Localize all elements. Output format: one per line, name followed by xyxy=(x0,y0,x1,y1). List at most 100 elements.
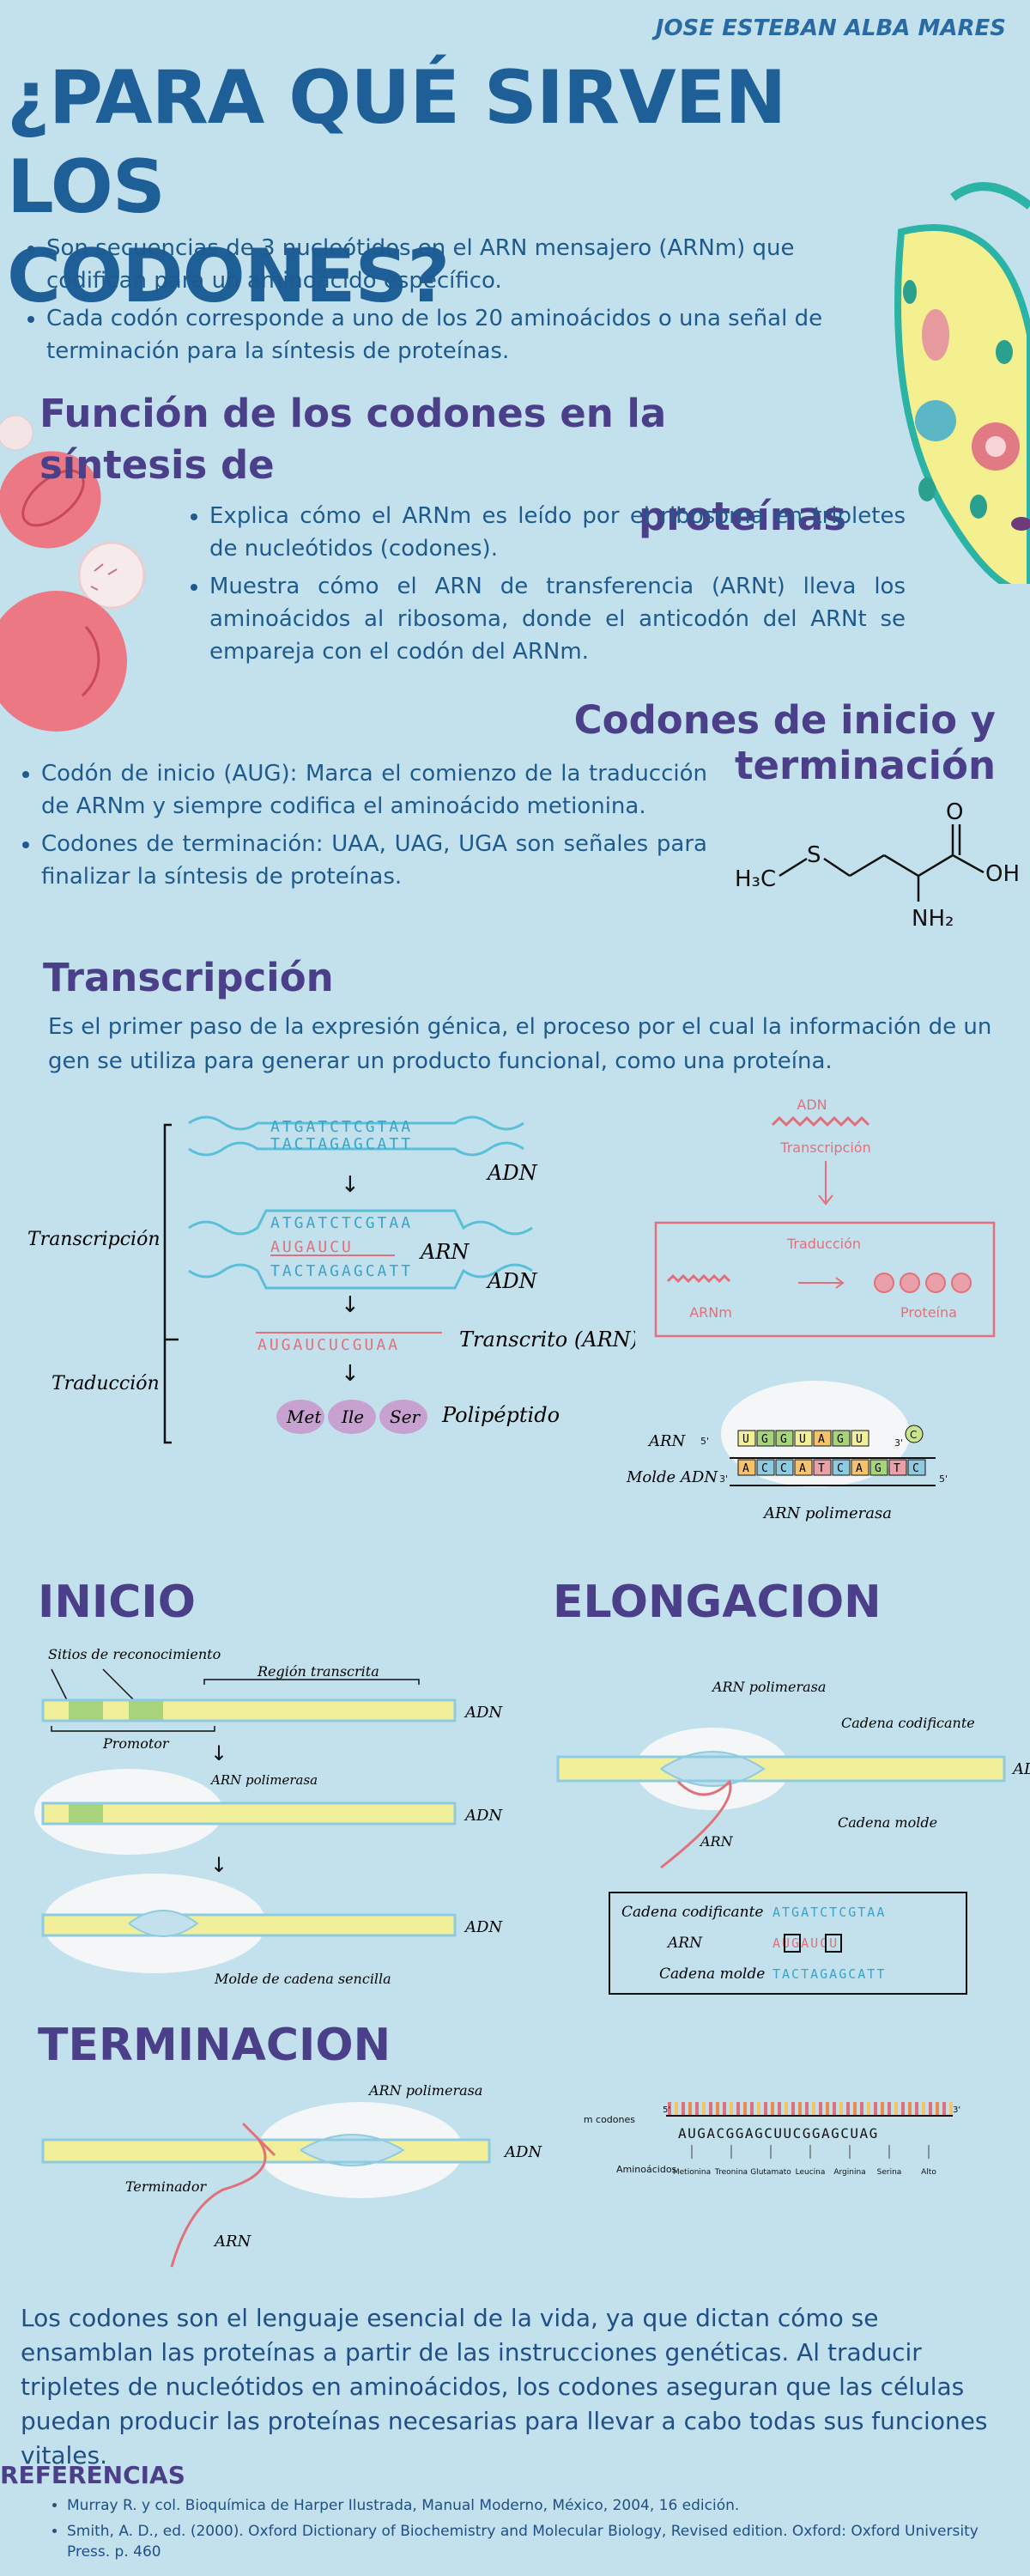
elong-box-molde: Cadena molde xyxy=(659,1965,765,1983)
transcription-diagram: Transcripción Traducción ATGATCTCGTAA TA… xyxy=(27,1115,635,1444)
list-item: Codón de inicio (AUG): Marca el comienzo… xyxy=(41,757,707,823)
elong-molde: Cadena molde xyxy=(838,1814,937,1831)
elong-box-seq-mid: AUGAUCU xyxy=(772,1935,839,1951)
intro-list: Son secuencias de 3 nucleótidos en el AR… xyxy=(17,232,841,373)
references-list: Murray R. y col. Bioquímica de Harper Il… xyxy=(38,2495,1008,2567)
elong-arn-pol: ARN polimerasa xyxy=(711,1679,826,1695)
label-polipeptido: Polipéptido xyxy=(441,1403,560,1427)
pol-bottom-base-tile xyxy=(888,1459,907,1476)
codon-aa-label: Aminoácidos xyxy=(616,2164,677,2175)
arrow-down-icon: ↓ xyxy=(341,1361,360,1387)
pol-molde-label: Molde ADN xyxy=(626,1468,718,1486)
dna-seq-top: ATGATCTCGTAA xyxy=(270,1118,413,1136)
pol-bottom-base-letter: C xyxy=(837,1462,844,1475)
dogma-arnm: ARNm xyxy=(689,1304,732,1321)
dna-seq-bottom-2: TACTAGAGCATT xyxy=(270,1262,413,1280)
reference-item: Smith, A. D., ed. (2000). Oxford Diction… xyxy=(67,2521,1008,2562)
inicio-region: Región transcrita xyxy=(257,1663,379,1680)
page-title: ¿PARA QUÉ SIRVEN LOS CODONES? xyxy=(7,53,865,321)
elong-box-seq-top: ATGATCTCGTAA xyxy=(772,1905,886,1920)
codon-five: 5' xyxy=(663,2105,670,2115)
terminacion-diagram: ARN polimerasa ADN Terminador ARN xyxy=(41,2082,542,2268)
pol-top-base-tile xyxy=(813,1430,832,1447)
label-arn: ARN xyxy=(419,1240,470,1264)
arrow-down-icon: ↓ xyxy=(341,1172,360,1198)
references-title: REFERENCIAS xyxy=(0,2461,185,2489)
dogma-transcripcion: Transcripción xyxy=(779,1139,870,1156)
inicio-adn-3: ADN xyxy=(464,1918,503,1936)
elong-adn: ADN xyxy=(1011,1760,1030,1778)
pol-top-base-tile xyxy=(851,1430,869,1447)
term-arn-pol: ARN polimerasa xyxy=(367,2082,482,2099)
codon-aa-label-item: Serina xyxy=(877,2168,902,2177)
inicio-arn-pol: ARN polimerasa xyxy=(209,1772,318,1788)
pol-top-base-letter: U xyxy=(742,1433,749,1446)
stage-heading-inicio: INICIO xyxy=(38,1577,196,1628)
pol-bottom-base-letter: A xyxy=(742,1462,749,1475)
transcripcion-text: Es el primer paso de la expresión génica… xyxy=(48,1014,992,1074)
codon-aa-label-item: Treonina xyxy=(714,2168,748,2177)
elong-arn: ARN xyxy=(699,1833,734,1850)
pol-top-base-letter: G xyxy=(780,1433,787,1446)
section-heading-transcripcion: Transcripción xyxy=(43,955,334,1000)
pol-top-base-letter: G xyxy=(837,1433,844,1446)
section-heading-funcion: Función de los codones en la síntesis de… xyxy=(39,388,846,543)
pol-arn-label: ARN xyxy=(647,1432,687,1450)
molecule-s: S xyxy=(807,842,821,868)
codon-aa-label-item: Arginina xyxy=(833,2168,865,2177)
pol-bottom-base-letter: A xyxy=(856,1462,863,1475)
label-traduccion: Traducción xyxy=(52,1373,160,1394)
stage-heading-elongacion: ELONGACION xyxy=(553,1577,882,1628)
molecule-o: O xyxy=(946,799,963,825)
page-title-line2: CODONES? xyxy=(7,234,450,319)
list-item: Cada codón corresponde a uno de los 20 a… xyxy=(46,302,841,368)
codon-chart: ARNm codones Aminoácidos 5' 3' AUGACGGAG… xyxy=(584,2102,960,2177)
list-item: Explica cómo el ARNm es leído por el rib… xyxy=(209,500,906,565)
pol-bottom-base-letter: G xyxy=(875,1462,882,1475)
codon-three: 3' xyxy=(953,2105,960,2115)
pol-top-base-tile xyxy=(756,1430,775,1447)
elong-codificante: Cadena codificante xyxy=(841,1715,975,1731)
section-heading-line2: proteínas xyxy=(639,494,846,539)
methionine-structure: H₃C S O OH NH₂ xyxy=(735,799,1020,932)
pol-bottom-base-letter: A xyxy=(799,1462,806,1475)
conclusion-text: Los codones son el lenguaje esencial de … xyxy=(21,2304,988,2470)
pol-top-base-tile xyxy=(775,1430,794,1447)
blood-cells-illustration xyxy=(0,415,146,732)
pol-bottom-base-tile xyxy=(907,1459,926,1476)
codones-list: Codón de inicio (AUG): Marca el comienzo… xyxy=(12,757,707,898)
aa-met: Met xyxy=(286,1406,322,1427)
aa-ser: Ser xyxy=(390,1406,421,1427)
elong-box-seq-bottom: TACTAGAGCATT xyxy=(772,1966,886,1982)
section-heading-line1: Función de los codones en la síntesis de xyxy=(39,391,667,488)
elong-box-arn: ARN xyxy=(666,1935,703,1952)
codon-aa-label-item: Leucina xyxy=(796,2168,826,2177)
pol-top-base-letter: U xyxy=(856,1433,863,1446)
codon-aa-label-item: Metionina xyxy=(673,2168,711,2177)
pol-5-b: 5' xyxy=(939,1473,948,1485)
pol-bottom-base-tile xyxy=(869,1459,888,1476)
stage-heading-terminacion: TERMINACION xyxy=(38,2020,391,2071)
pol-bottom-base-tile xyxy=(737,1459,756,1476)
label-transcripcion: Transcripción xyxy=(27,1229,161,1250)
molecule-nh2: NH₂ xyxy=(912,906,954,932)
elong-box-codificante: Cadena codificante xyxy=(621,1904,763,1921)
codon-aa-label-item: Alto xyxy=(921,2168,936,2177)
pol-top-base-letter: U xyxy=(799,1433,806,1446)
molecule-oh: OH xyxy=(985,861,1020,887)
pol-bottom-base-tile xyxy=(756,1459,775,1476)
arrow-down-icon: ↓ xyxy=(210,1853,227,1877)
arrow-down-icon: ↓ xyxy=(210,1741,227,1765)
inicio-adn-1: ADN xyxy=(464,1704,503,1722)
label-transcrito: Transcrito (ARN) xyxy=(459,1327,635,1352)
pol-bottom-base-tile xyxy=(851,1459,869,1476)
pol-label: ARN polimerasa xyxy=(762,1504,892,1522)
pol-top-base-letter: G xyxy=(761,1433,768,1446)
page-title-line1: ¿PARA QUÉ SIRVEN LOS xyxy=(7,55,786,230)
paramecium-illustration xyxy=(894,182,1030,584)
pol-top-base-tile xyxy=(832,1430,851,1447)
list-item: Codones de terminación: UAA, UAG, UGA so… xyxy=(41,828,707,893)
pol-3-b: 3' xyxy=(894,1437,903,1449)
